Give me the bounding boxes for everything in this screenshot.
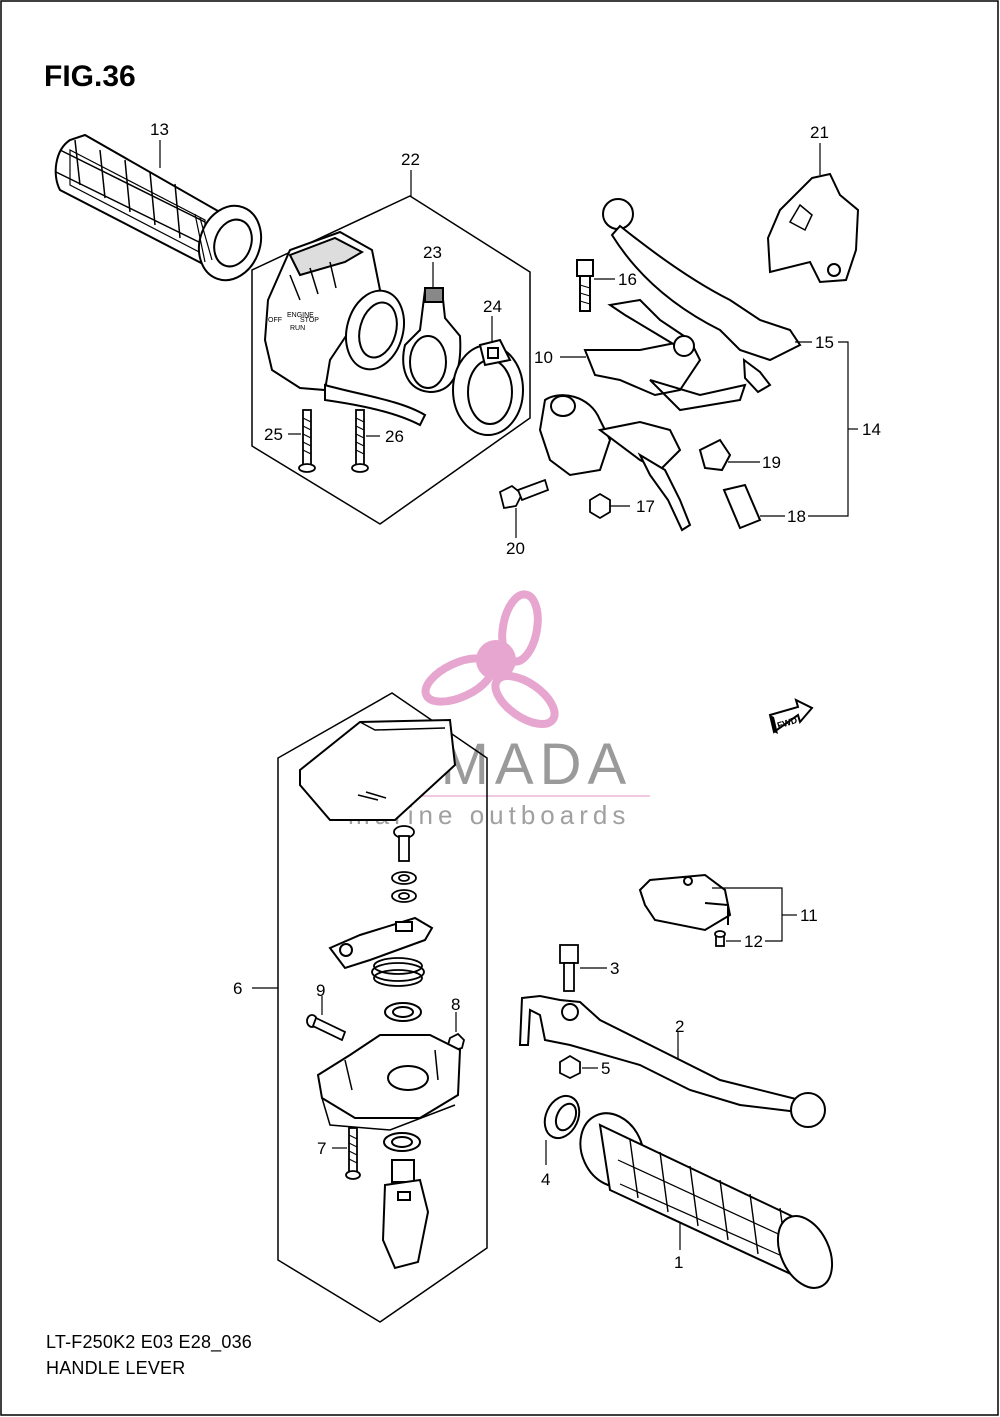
throttle-case-part-23: [402, 287, 462, 394]
lever-cover-part-21: [766, 172, 860, 284]
grip-right-part-1: [579, 1112, 834, 1289]
pivot-bolt-part-3: [559, 944, 579, 992]
callout-25: 25: [264, 425, 283, 444]
callout-15: 15: [815, 333, 834, 352]
callout-9: 9: [316, 981, 325, 1000]
forward-arrow-icon: FWD: [768, 698, 814, 734]
screw-part-26: [351, 409, 369, 473]
brake-lever-assembly-top: [538, 198, 802, 532]
callout-13: 13: [150, 120, 169, 139]
brake-lever-part-2: [518, 994, 826, 1128]
switch-label-engine: ENGINE: [287, 312, 314, 319]
callout-20: 20: [506, 539, 525, 558]
callout-17: 17: [636, 497, 655, 516]
brake-switch-part-11: [638, 873, 732, 932]
bolt-part-20: [498, 478, 550, 510]
armada-logo: [421, 590, 559, 728]
throttle-cover: [299, 718, 457, 821]
callout-12: 12: [744, 932, 763, 951]
return-spring: [371, 957, 425, 987]
callout-11: 11: [800, 906, 818, 925]
dust-seal: [383, 1132, 421, 1152]
bracket-14: [808, 341, 849, 517]
spacer-part-4: [543, 1094, 581, 1140]
callout-22: 22: [401, 150, 420, 169]
callout-23: 23: [423, 243, 442, 262]
model-code: LT-F250K2 E03 E28_036: [46, 1332, 253, 1352]
callout-21: 21: [810, 123, 829, 142]
figure-title: FIG.36: [44, 60, 136, 93]
bolt-part-9: [306, 1014, 347, 1042]
callout-3: 3: [610, 959, 619, 978]
callout-18: 18: [787, 507, 806, 526]
cover-screw: [391, 825, 417, 903]
switch-housing: ENGINE STOP OFF RUN: [263, 230, 427, 427]
callout-24: 24: [483, 297, 502, 316]
switch-label-stop: STOP: [300, 317, 319, 324]
switch-label-off: OFF: [268, 317, 282, 324]
callout-2: 2: [675, 1017, 684, 1036]
callout-7: 7: [317, 1139, 326, 1158]
callout-4: 4: [541, 1170, 550, 1189]
callout-8: 8: [451, 995, 460, 1014]
grip-left-part-13: [54, 133, 263, 282]
screw-part-12: [714, 930, 726, 947]
screw-part-7: [345, 1127, 361, 1180]
nut-part-5: [559, 1054, 581, 1080]
callout-10: 10: [534, 348, 553, 367]
screw-part-25: [298, 409, 316, 473]
thumb-lever: [381, 1159, 430, 1270]
callout-5: 5: [601, 1059, 610, 1078]
callout-14: 14: [862, 420, 881, 439]
throttle-housing: [316, 1034, 462, 1131]
kit-outline-6: [277, 692, 488, 1323]
cover-part-24: [452, 338, 524, 436]
switch-label-run: RUN: [290, 325, 305, 332]
cable-plate: [328, 916, 434, 970]
callout-1: 1: [674, 1253, 683, 1272]
callout-19: 19: [762, 453, 781, 472]
grommet: [384, 1002, 422, 1022]
nut-part-17: [589, 492, 611, 520]
callout-16: 16: [618, 270, 637, 289]
logo-hub: [476, 640, 516, 680]
kit-outline-22: [251, 195, 531, 525]
diagram-caption: HANDLE LEVER: [46, 1358, 186, 1378]
callout-26: 26: [385, 427, 404, 446]
callout-6: 6: [233, 979, 242, 998]
